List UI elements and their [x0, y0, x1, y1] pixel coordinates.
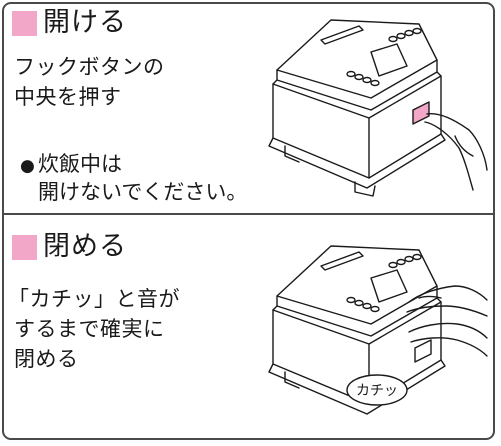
close-heading: 閉める [12, 232, 127, 262]
pink-square-icon [12, 10, 37, 36]
open-instruction-line-2: 中央を押す [14, 85, 122, 109]
rice-cooker-open-hook-illustration [268, 19, 488, 197]
open-instruction-line-1: フックボタンの [14, 55, 165, 79]
open-note-line-2: 開けないでください。 [38, 180, 248, 204]
rice-cooker-close-lid-illustration: カチッ [268, 245, 488, 415]
open-heading: 開ける [12, 8, 127, 38]
close-heading-text: 閉める [43, 231, 127, 262]
click-sound-label: カチッ [356, 383, 398, 399]
pink-square-icon [12, 234, 37, 260]
bullet-icon: ● [20, 156, 35, 176]
close-instruction-line-1: 「カチッ」と音が [8, 287, 180, 311]
close-instruction-line-3: 閉める [14, 347, 79, 371]
section-divider [4, 213, 493, 215]
open-note-line-1: ●炊飯中は [20, 151, 122, 179]
open-note-text-1: 炊飯中は [38, 152, 122, 176]
close-instruction-line-2: するまで確実に [14, 317, 165, 341]
open-heading-text: 開ける [43, 7, 127, 38]
instruction-panel: 開ける フックボタンの 中央を押す ●炊飯中は 開けないでください。 [2, 2, 495, 440]
